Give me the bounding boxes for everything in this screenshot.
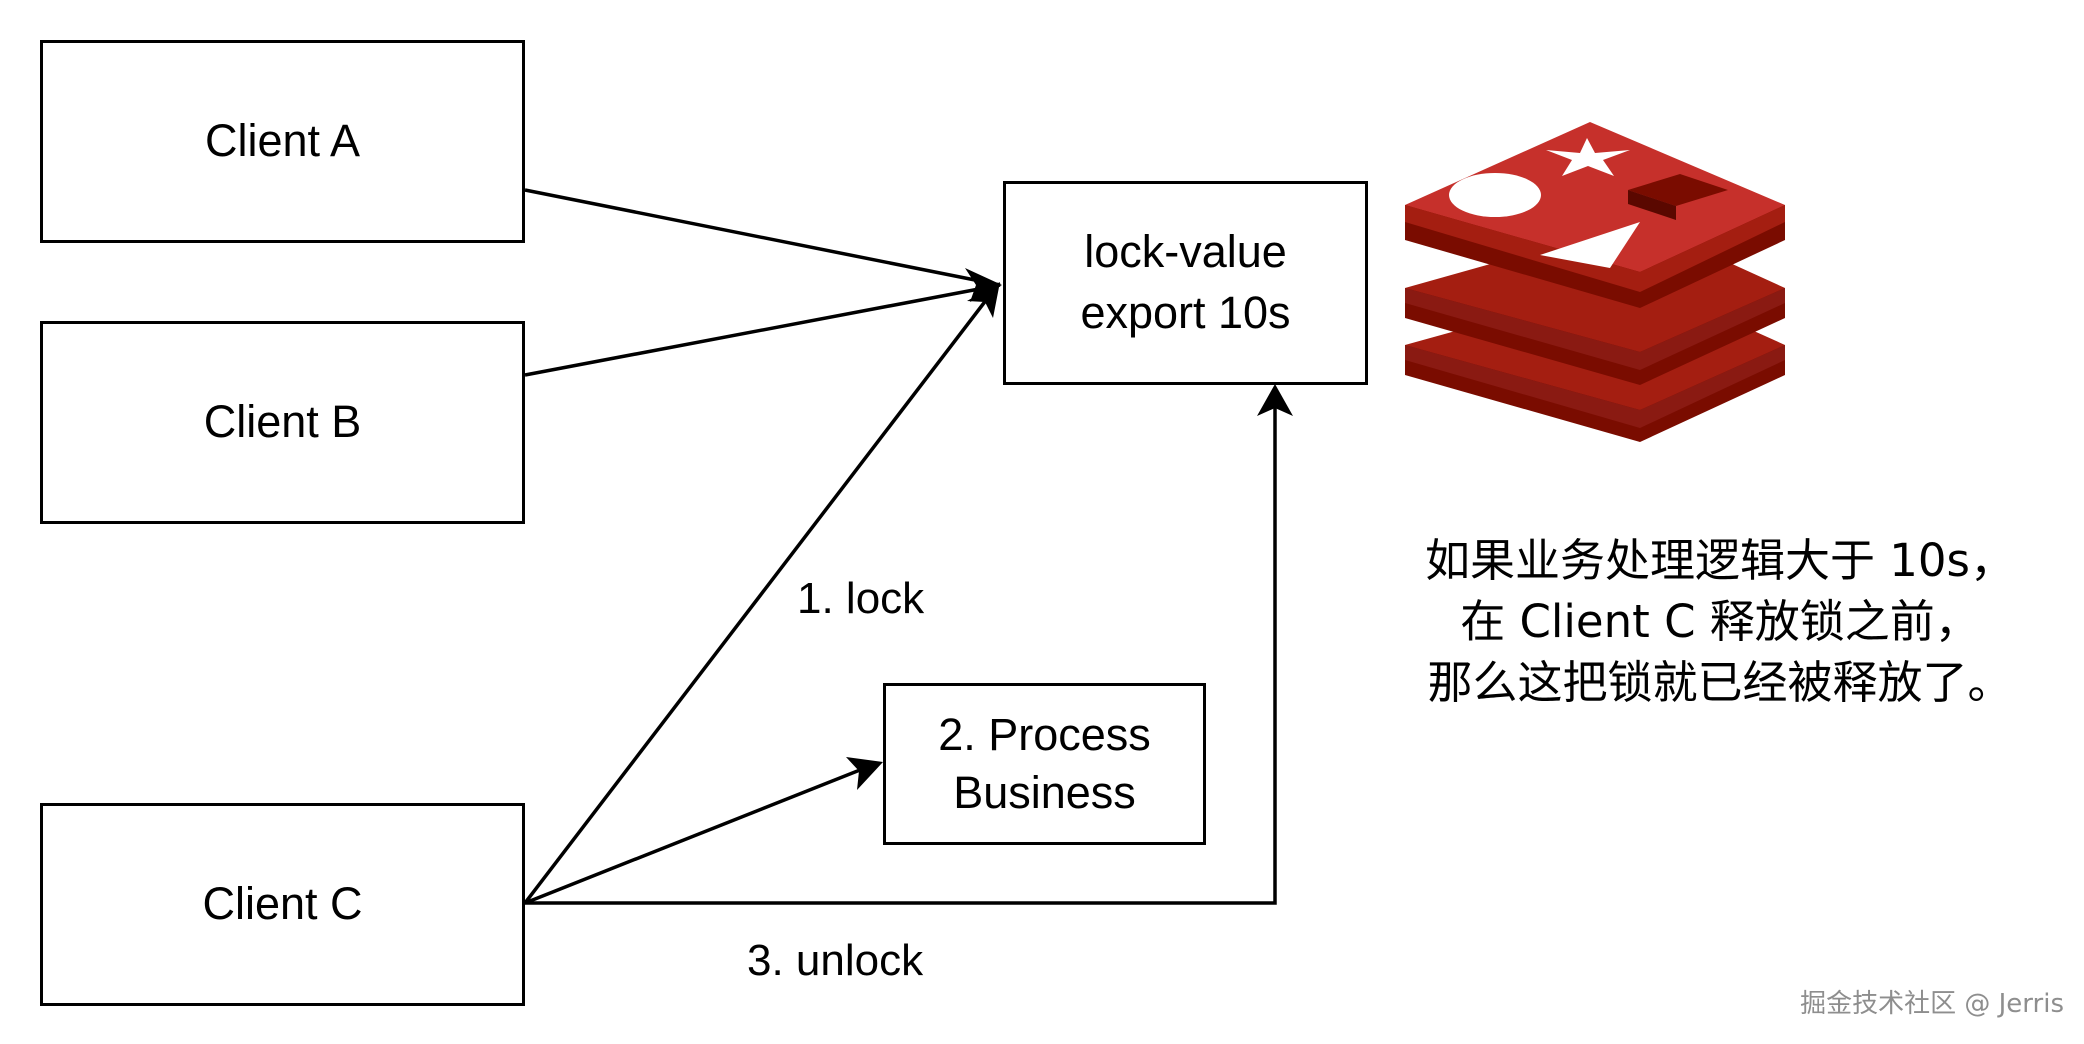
edge-client-b-to-lock: [524, 283, 1001, 377]
arrowhead-process: [846, 757, 883, 790]
arrowhead-unlock: [1257, 384, 1293, 416]
edge-client-c-to-lock: [523, 293, 992, 905]
note-line-1: 如果业务处理逻辑大于 10s，: [1424, 534, 2015, 587]
client-c-box: Client C: [40, 803, 525, 1006]
client-b-label: Client B: [203, 396, 362, 448]
client-a-box: Client A: [40, 40, 525, 243]
lock-value-line-1: lock-value: [1084, 226, 1287, 278]
lock-value-box: lock-value export 10s: [1003, 181, 1368, 385]
arrowhead-lock: [967, 282, 1000, 318]
watermark: 掘金技术社区 @ Jerris: [1800, 989, 2064, 1019]
process-business-box: 2. Process Business: [883, 683, 1206, 845]
client-a-label: Client A: [204, 115, 361, 167]
edge-client-c-to-lock-unlock: [525, 405, 1277, 905]
client-c-label: Client C: [202, 878, 363, 930]
edge-client-a-to-lock: [524, 188, 1001, 287]
process-business-line-2: Business: [953, 767, 1136, 818]
note-line-2: 在 Client C 释放锁之前，: [1460, 595, 1980, 649]
edge-label-unlock: 3. unlock: [747, 936, 924, 985]
note-line-3: 那么这把锁就已经被释放了。: [1427, 656, 2013, 710]
redis-logo: [1405, 122, 1785, 442]
lock-value-line-2: export 10s: [1080, 287, 1291, 338]
client-b-box: Client B: [40, 321, 525, 524]
annotation-note: 如果业务处理逻辑大于 10s， 在 Client C 释放锁之前， 那么这把锁就…: [1370, 530, 2070, 714]
arrowhead-client-a: [965, 268, 1002, 302]
edge-label-lock: 1. lock: [797, 574, 925, 623]
process-business-line-1: 2. Process: [938, 708, 1151, 760]
edge-client-c-to-process: [524, 766, 866, 905]
